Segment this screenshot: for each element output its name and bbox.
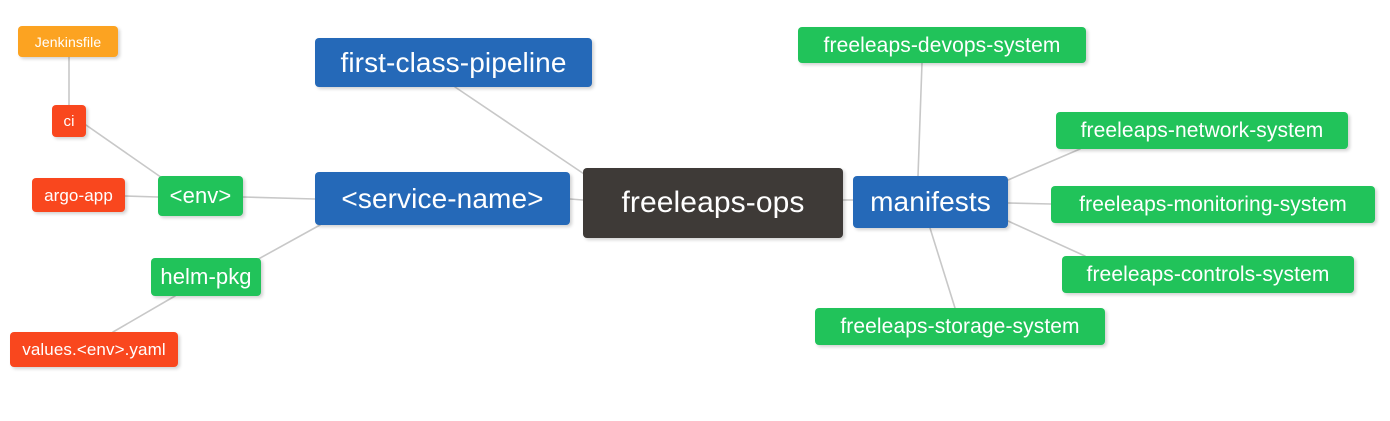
node-label: <env>: [169, 183, 232, 208]
node-label: freeleaps-network-system: [1080, 119, 1324, 142]
node-label: argo-app: [44, 185, 113, 205]
mindmap-node-env[interactable]: <env>: [158, 176, 243, 216]
node-label: helm-pkg: [160, 264, 252, 289]
node-label: first-class-pipeline: [340, 46, 567, 78]
mindmap-node-service-name[interactable]: <service-name>: [315, 172, 570, 225]
node-label: Jenkinsfile: [34, 33, 102, 50]
node-label: freeleaps-controls-system: [1086, 263, 1330, 286]
mindmap-node-argo-app[interactable]: argo-app: [32, 178, 125, 212]
edge-freeleaps-ops-to-first-class-pipeline: [454, 86, 591, 179]
node-label: <service-name>: [341, 182, 544, 214]
node-label: freeleaps-ops: [621, 186, 805, 219]
edge-service-name-to-helm-pkg: [252, 224, 321, 263]
edge-service-name-to-env: [242, 196, 316, 200]
mindmap-node-values-env-yaml[interactable]: values.<env>.yaml: [10, 332, 178, 367]
edge-manifests-to-freeleaps-network-system: [1007, 148, 1081, 181]
mindmap-node-freeleaps-ops[interactable]: freeleaps-ops: [583, 168, 843, 238]
edge-manifests-to-freeleaps-monitoring-system: [1007, 202, 1052, 205]
mindmap-node-helm-pkg[interactable]: helm-pkg: [151, 258, 261, 296]
edge-env-to-ci: [85, 124, 166, 181]
edge-freeleaps-ops-to-service-name: [569, 198, 584, 201]
mindmap-node-first-class-pipeline[interactable]: first-class-pipeline: [315, 38, 592, 87]
node-label: freeleaps-storage-system: [840, 315, 1080, 338]
node-label: freeleaps-monitoring-system: [1079, 193, 1347, 216]
edge-manifests-to-freeleaps-controls-system: [1007, 220, 1086, 257]
mindmap-node-freeleaps-devops-system[interactable]: freeleaps-devops-system: [798, 27, 1086, 63]
mindmap-node-ci[interactable]: ci: [52, 105, 86, 137]
node-label: values.<env>.yaml: [22, 340, 166, 359]
edge-helm-pkg-to-values-env-yaml: [112, 295, 176, 333]
edge-manifests-to-freeleaps-devops-system: [917, 62, 923, 177]
mindmap-node-freeleaps-controls-system[interactable]: freeleaps-controls-system: [1062, 256, 1354, 293]
mindmap-node-freeleaps-monitoring-system[interactable]: freeleaps-monitoring-system: [1051, 186, 1375, 223]
mindmap-node-freeleaps-network-system[interactable]: freeleaps-network-system: [1056, 112, 1348, 149]
node-label: freeleaps-devops-system: [823, 33, 1061, 57]
node-label: manifests: [870, 186, 991, 217]
mindmap-node-manifests[interactable]: manifests: [853, 176, 1008, 228]
edge-env-to-argo-app: [124, 195, 159, 198]
node-label: ci: [63, 112, 75, 130]
edge-manifests-to-freeleaps-storage-system: [929, 227, 956, 309]
mindmap-node-freeleaps-storage-system[interactable]: freeleaps-storage-system: [815, 308, 1105, 345]
mindmap-node-jenkinsfile[interactable]: Jenkinsfile: [18, 26, 118, 57]
